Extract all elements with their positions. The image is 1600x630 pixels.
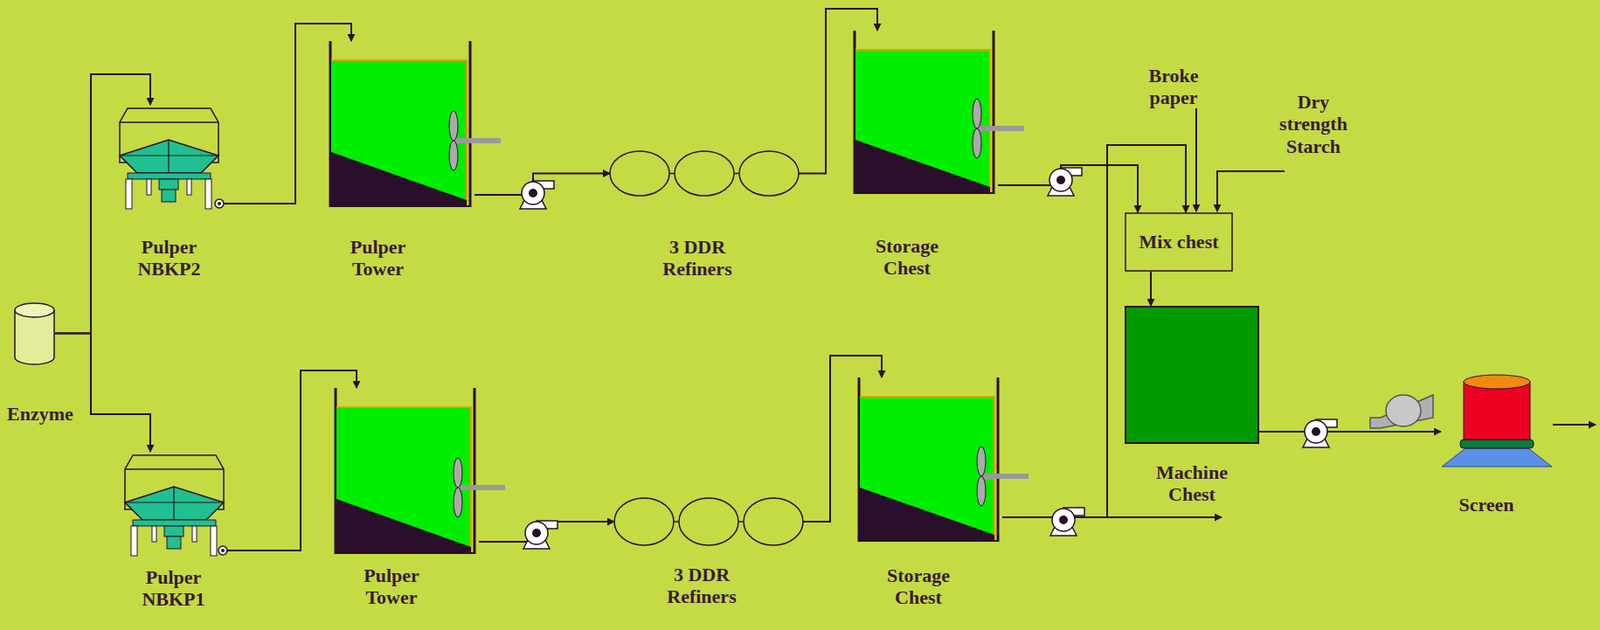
equipment-node: Pulper Tower bbox=[326, 41, 475, 208]
equipment-shape bbox=[1440, 373, 1553, 468]
equipment-label: Mix chest bbox=[1124, 212, 1233, 272]
equipment-node: Machine Chest bbox=[1124, 305, 1260, 444]
pump-symbol bbox=[519, 180, 555, 209]
equipment-label: Machine Chest bbox=[1142, 461, 1241, 506]
pump-symbol bbox=[1050, 507, 1085, 536]
equipment-shape bbox=[115, 104, 223, 213]
equipment-node: Pulper NBKP2 bbox=[115, 104, 223, 213]
equipment-label: 3 DDR Refiners bbox=[648, 235, 747, 281]
equipment-shape bbox=[851, 30, 998, 194]
equipment-node: Storage Chest bbox=[851, 30, 998, 194]
equipment-label: Screen bbox=[1437, 493, 1536, 516]
equipment-label: Storage Chest bbox=[858, 235, 956, 280]
starch-feed-arrow bbox=[1217, 171, 1285, 212]
equipment-label: Pulper Tower bbox=[329, 235, 428, 281]
pipe-connector bbox=[1259, 430, 1441, 433]
equipment-node: Storage Chest bbox=[855, 377, 1003, 542]
equipment-label: Pulper NBKP1 bbox=[124, 566, 223, 611]
equipment-label: 3 DDR Refiners bbox=[652, 563, 751, 609]
equipment-node: 3 DDR Refiners bbox=[614, 497, 804, 547]
equipment-node: Enzyme bbox=[13, 302, 56, 365]
equipment-label: Storage Chest bbox=[869, 564, 968, 610]
pipe-connector bbox=[55, 333, 151, 453]
equipment-shape bbox=[855, 377, 1003, 542]
equipment-shape bbox=[332, 387, 479, 555]
pump-symbol bbox=[1302, 419, 1337, 448]
pipe-connector bbox=[997, 165, 1138, 213]
equipment-shape bbox=[614, 497, 804, 547]
equipment-shape bbox=[120, 451, 227, 560]
equipment-node: Pulper NBKP1 bbox=[120, 451, 227, 560]
equipment-shape bbox=[609, 150, 799, 197]
pipe-connector bbox=[55, 74, 151, 334]
equipment-label: Pulper Tower bbox=[342, 564, 441, 610]
equipment-node: Pulper Tower bbox=[332, 387, 479, 555]
equipment-shape bbox=[13, 302, 56, 365]
bypass-arrow bbox=[1107, 516, 1222, 519]
equipment-node: Screen bbox=[1440, 373, 1553, 468]
equipment-label: Pulper NBKP2 bbox=[120, 235, 219, 281]
fan-pump-symbol bbox=[1370, 394, 1434, 429]
feed-label: Dry strength Starch bbox=[1264, 90, 1363, 158]
equipment-shape bbox=[326, 41, 475, 208]
outlet-arrow bbox=[1552, 423, 1596, 426]
equipment-shape bbox=[1124, 305, 1260, 444]
pipe-connector bbox=[1149, 271, 1152, 306]
equipment-node: 3 DDR Refiners bbox=[609, 150, 799, 197]
broke-feed-arrow bbox=[1195, 108, 1198, 212]
equipment-node: Mix chest bbox=[1124, 212, 1233, 272]
equipment-label: Enzyme bbox=[5, 402, 76, 425]
pump-symbol bbox=[1047, 167, 1082, 196]
pump-symbol bbox=[523, 520, 558, 549]
feed-label: Broke paper bbox=[1124, 64, 1223, 110]
